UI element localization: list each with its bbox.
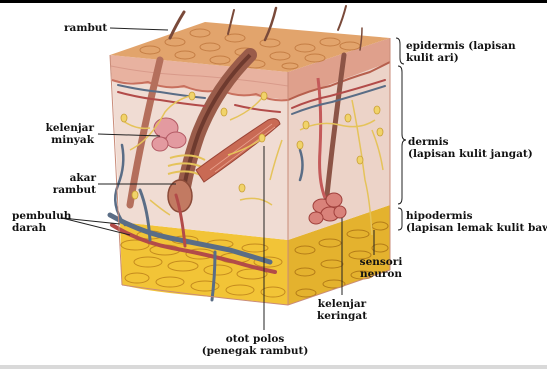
label-hipodermis-line2: (lapisan lemak kulit bawah) bbox=[406, 222, 547, 234]
label-hipodermis-line1: hipodermis bbox=[406, 210, 547, 222]
label-epidermis: epidermis (lapisan kulit ari) bbox=[406, 40, 516, 64]
label-akar-rambut-line2: rambut bbox=[40, 184, 96, 196]
layer-brackets bbox=[396, 38, 406, 230]
label-epidermis-line1: epidermis (lapisan bbox=[406, 40, 516, 52]
label-kelenjar-keringat-line2: keringat bbox=[312, 310, 372, 322]
label-rambut: rambut bbox=[64, 22, 107, 34]
label-akar-rambut-line1: akar bbox=[40, 172, 96, 184]
label-akar-rambut: akar rambut bbox=[40, 172, 96, 196]
label-dermis-line2: (lapisan kulit jangat) bbox=[408, 148, 533, 160]
label-dermis: dermis (lapisan kulit jangat) bbox=[408, 136, 533, 160]
label-kelenjar-minyak-line2: minyak bbox=[34, 134, 94, 146]
label-kelenjar-minyak-line1: kelenjar bbox=[34, 122, 94, 134]
label-kelenjar-keringat-line1: kelenjar bbox=[312, 298, 372, 310]
label-sensori-neuron-line1: sensori bbox=[354, 256, 408, 268]
label-hipodermis: hipodermis (lapisan lemak kulit bawah) bbox=[406, 210, 547, 234]
label-sensori-neuron-line2: neuron bbox=[354, 268, 408, 280]
label-epidermis-line2: kulit ari) bbox=[406, 52, 516, 64]
label-kelenjar-minyak: kelenjar minyak bbox=[34, 122, 94, 146]
label-sensori-neuron: sensori neuron bbox=[354, 256, 408, 280]
label-otot-polos-line1: otot polos bbox=[200, 333, 310, 345]
label-rambut-text: rambut bbox=[64, 22, 107, 34]
label-otot-polos: otot polos (penegak rambut) bbox=[200, 333, 310, 357]
label-otot-polos-line2: (penegak rambut) bbox=[200, 345, 310, 357]
label-pembuluh-darah-line1: pembuluh bbox=[12, 210, 71, 222]
label-pembuluh-darah: pembuluh darah bbox=[12, 210, 71, 234]
bottom-border bbox=[0, 365, 547, 369]
label-pembuluh-darah-line2: darah bbox=[12, 222, 71, 234]
label-dermis-line1: dermis bbox=[408, 136, 533, 148]
label-kelenjar-keringat: kelenjar keringat bbox=[312, 298, 372, 322]
